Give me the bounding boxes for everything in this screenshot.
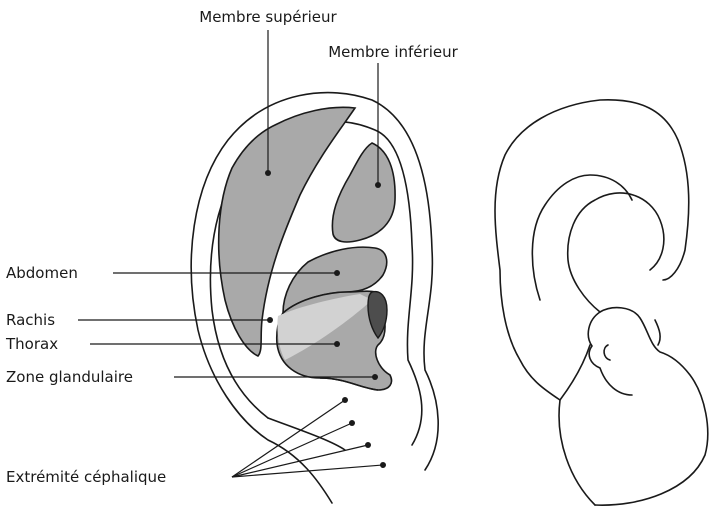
label-zone-glandulaire: Zone glandulaire [6,368,133,386]
label-thorax: Thorax [5,335,58,353]
dot-membre-inferieur [375,182,381,188]
dot-extremite-1 [342,397,348,403]
fetus-face-detail [655,320,660,345]
ear-zones [219,107,395,390]
fetus-drawing [495,100,708,505]
dot-zone-glandulaire [372,374,378,380]
zone-membre-inferieur [332,143,395,242]
label-abdomen: Abdomen [6,264,78,282]
leader-extremite-3 [232,445,368,477]
fetus-thigh [568,193,664,312]
label-membre-inferieur: Membre inférieur [328,43,458,61]
label-extremite-cephalique: Extrémité céphalique [6,468,166,486]
dot-extremite-3 [365,442,371,448]
fetus-leg-inner [532,175,632,300]
fetus-head [588,308,707,506]
dot-membre-superieur [265,170,271,176]
leader-extremite-1 [232,400,345,477]
dot-extremite-4 [380,462,386,468]
dot-extremite-2 [349,420,355,426]
fetus-back [495,100,689,505]
fetus-ear [604,345,610,360]
fetus-arm [560,345,590,400]
label-membre-superieur: Membre supérieur [199,8,337,26]
dot-abdomen [334,270,340,276]
label-rachis: Rachis [6,311,55,329]
dot-rachis [267,317,273,323]
dot-thorax [334,341,340,347]
